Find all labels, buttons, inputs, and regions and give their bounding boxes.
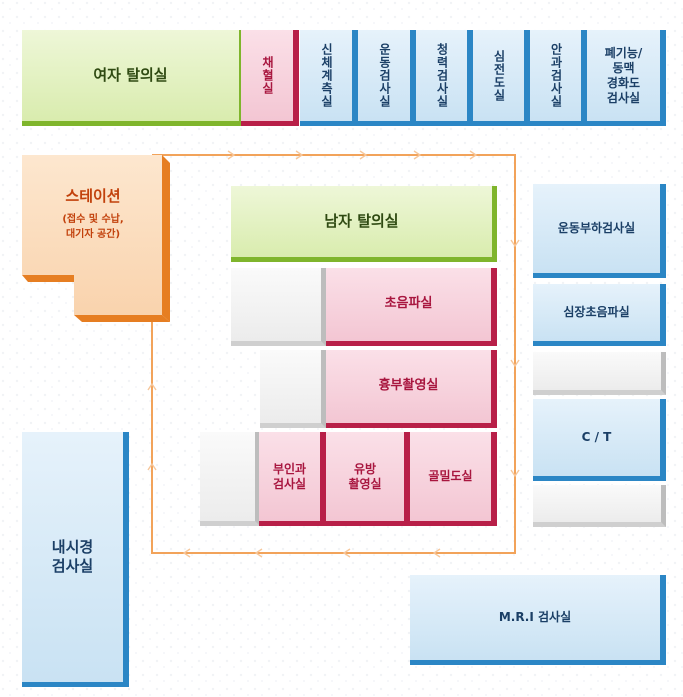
bone-density-room-label: 골밀도실: [428, 469, 473, 483]
ecg-room[interactable]: 심전도실: [473, 30, 530, 126]
station-shape: [22, 155, 170, 322]
exercise-test-room[interactable]: 운동검사실: [358, 30, 416, 126]
lung-artery-test-room[interactable]: 폐기능/ 동맥 경화도 검사실: [587, 30, 666, 126]
mammography-room[interactable]: 유방 촬영실: [326, 432, 410, 526]
eye-test-room[interactable]: 안과검사실: [530, 30, 587, 126]
ecg-room-label: 심전도실: [492, 49, 506, 102]
empty-room: [260, 350, 326, 428]
station[interactable]: 스테이션 (접수 및 수납, 대기자 공간): [22, 155, 176, 322]
blood-draw-room[interactable]: 채혈실: [241, 30, 299, 126]
female-changing-room-label: 여자 탈의실: [93, 66, 168, 85]
mri-room-label: M.R.I 검사실: [498, 610, 572, 624]
cardiac-echo-room[interactable]: 심장초음파실: [533, 284, 666, 346]
cardiac-echo-room-label: 심장초음파실: [563, 305, 630, 319]
endoscopy-room-label: 내시경 검사실: [51, 538, 94, 575]
chest-xray-room[interactable]: 흉부촬영실: [326, 350, 497, 428]
empty-room: [533, 485, 666, 527]
mri-room[interactable]: M.R.I 검사실: [410, 575, 666, 665]
stress-test-room[interactable]: 운동부하검사실: [533, 184, 666, 278]
ct-room-label: C / T: [581, 430, 612, 444]
mammography-room-label: 유방 촬영실: [348, 461, 382, 491]
lung-artery-test-room-label: 폐기능/ 동맥 경화도 검사실: [604, 45, 643, 105]
station-subtitle: (접수 및 수납, 대기자 공간): [62, 214, 124, 240]
station-title: 스테이션: [65, 187, 121, 205]
male-changing-room[interactable]: 남자 탈의실: [231, 186, 497, 262]
ultrasound-room[interactable]: 초음파실: [326, 268, 497, 346]
female-changing-room[interactable]: 여자 탈의실: [22, 30, 244, 126]
exercise-test-room-label: 운동검사실: [377, 43, 392, 108]
empty-room: [533, 352, 666, 395]
body-measurement-room[interactable]: 신체계측실: [300, 30, 358, 126]
stress-test-room-label: 운동부하검사실: [557, 221, 636, 235]
eye-test-room-label: 안과검사실: [549, 43, 563, 108]
gynecology-room[interactable]: 부인과 검사실: [259, 432, 326, 526]
empty-room: [231, 268, 326, 346]
body-measurement-room-label: 신체계측실: [319, 43, 334, 108]
empty-room: [200, 432, 260, 526]
ultrasound-room-label: 초음파실: [384, 296, 433, 312]
ct-room[interactable]: C / T: [533, 399, 666, 481]
hearing-test-room[interactable]: 청력검사실: [416, 30, 473, 126]
gynecology-room-label: 부인과 검사실: [272, 461, 307, 491]
endoscopy-room[interactable]: 내시경 검사실: [22, 432, 129, 687]
chest-xray-room-label: 흉부촬영실: [378, 378, 439, 394]
blood-draw-room-label: 채혈실: [260, 56, 275, 95]
male-changing-room-label: 남자 탈의실: [324, 212, 399, 231]
hearing-test-room-label: 청력검사실: [435, 43, 449, 108]
bone-density-room[interactable]: 골밀도실: [410, 432, 497, 526]
